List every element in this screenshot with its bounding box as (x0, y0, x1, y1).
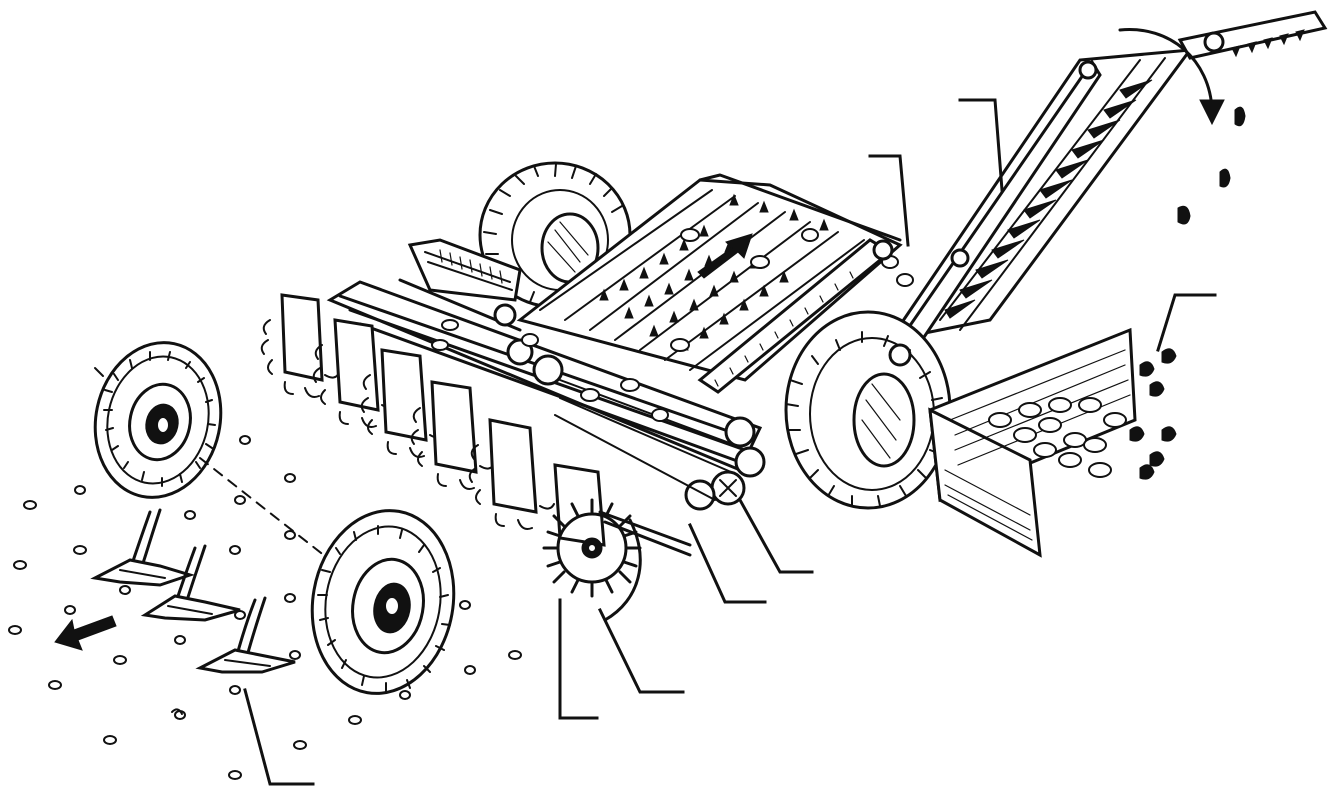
front-left-wheel (93, 341, 223, 499)
leader-line-strut (868, 154, 910, 247)
front-right-wheel (310, 509, 456, 695)
star-wheel-5 (468, 418, 555, 530)
digger-shares (54, 508, 296, 674)
rotation-arrow (1118, 28, 1214, 112)
leader-line-roller-end (737, 497, 814, 574)
leader-lines (243, 98, 1217, 786)
leader-line-star-wheel (597, 607, 685, 694)
leader-line-roller-lower (688, 523, 767, 604)
rear-right-wheel (784, 310, 952, 510)
direction-arrow (54, 615, 117, 651)
ground-dots (8, 435, 522, 780)
leader-line-trailer (1156, 293, 1217, 352)
front-star-wheel (542, 463, 642, 622)
star-wheel-3 (360, 348, 445, 458)
star-wheel-4 (410, 380, 495, 490)
star-wheel-row (260, 293, 692, 622)
leader-line-elevator (958, 98, 1004, 192)
main-conveyor (516, 173, 914, 382)
star-wheel-1 (260, 293, 340, 398)
trailer-bin (928, 327, 1177, 558)
harvested-potatoes (988, 397, 1127, 478)
share-2 (140, 544, 241, 622)
share-1 (90, 508, 195, 587)
star-wheel-2 (312, 318, 397, 428)
roller-bank (326, 280, 766, 511)
strut (697, 238, 894, 394)
falling-potatoes (1177, 106, 1246, 225)
share-3 (195, 596, 296, 674)
leader-line-crusher (558, 598, 599, 720)
axle-dashed-line (199, 457, 331, 561)
leader-line-share (243, 688, 315, 786)
flow-arrow-up (697, 233, 753, 279)
elevator-conveyor (886, 10, 1328, 360)
